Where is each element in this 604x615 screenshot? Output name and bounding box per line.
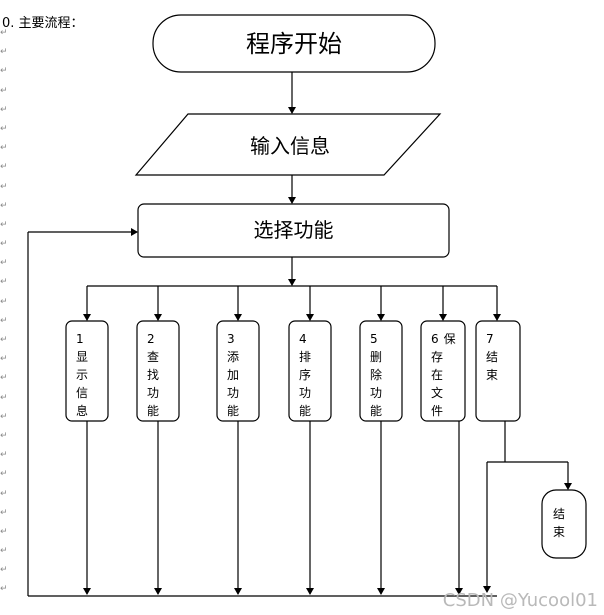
- paragraph-mark: ↵: [0, 296, 8, 307]
- option-line-6-3: 在: [431, 368, 444, 382]
- paragraph-mark: ↵: [0, 219, 8, 230]
- input-label: 输入信息: [250, 134, 330, 158]
- paragraph-mark: ↵: [0, 258, 8, 269]
- paragraph-mark: ↵: [0, 66, 8, 77]
- option-box-7: [475, 320, 521, 422]
- paragraph-mark: ↵: [0, 104, 8, 115]
- end-node: [541, 489, 587, 559]
- paragraph-mark: ↵: [0, 565, 8, 576]
- option-line-6-2: 存: [431, 350, 444, 364]
- option-line-5-3: 功: [370, 386, 383, 400]
- option-line-1-3: 信: [76, 386, 89, 400]
- paragraph-mark: ↵: [0, 450, 8, 461]
- option-line-6-4: 文: [431, 386, 444, 400]
- paragraph-mark: ↵: [0, 335, 8, 345]
- option-line-2-3: 功: [147, 386, 160, 400]
- option-line-3-3: 功: [227, 386, 240, 400]
- section-header: 0. 主要流程：: [2, 16, 84, 31]
- option-line-5-1: 删: [370, 350, 383, 364]
- option-line-3-1: 添: [227, 350, 240, 364]
- paragraph-mark: ↵: [0, 85, 8, 96]
- option-label-3: 3 添加功能: [227, 330, 239, 420]
- end-line-2: 束: [553, 525, 566, 539]
- option-line-2-4: 能: [147, 404, 160, 418]
- option-line-3-4: 能: [227, 404, 240, 418]
- paragraph-mark: ↵: [0, 392, 8, 403]
- option-line-5-4: 能: [370, 404, 383, 418]
- option-line-2-1: 查: [147, 350, 160, 364]
- option-number-2: 2: [147, 332, 155, 346]
- end-label: 结 束: [553, 505, 565, 541]
- paragraph-mark: ↵: [0, 488, 8, 499]
- paragraph-mark: ↵: [0, 373, 8, 384]
- paragraph-mark: ↵: [0, 181, 8, 192]
- paragraph-mark: ↵: [0, 469, 8, 480]
- paragraph-mark: ↵: [0, 354, 8, 365]
- paragraph-mark: ↵: [0, 507, 8, 518]
- option-number-4: 4: [299, 332, 307, 346]
- option-line-4-3: 功: [299, 386, 312, 400]
- option-line-4-4: 能: [299, 404, 312, 418]
- option-line-1-2: 示: [76, 368, 89, 382]
- paragraph-mark: ↵: [0, 123, 8, 134]
- option-label-4: 4 排序功能: [299, 330, 311, 420]
- option-label-2: 2 查找功能: [147, 330, 159, 420]
- option-line-1-1: 显: [76, 350, 89, 364]
- option-line-1-4: 息: [76, 404, 89, 418]
- option-line-5-2: 除: [370, 368, 383, 382]
- paragraph-marks: ↵ ↵ ↵ ↵ ↵ ↵ ↵ ↵ ↵ ↵ ↵ ↵ ↵ ↵ ↵ ↵ ↵ ↵ ↵ ↵ ↵ ↵ ↵ ↵ ↵ ↵ ↵ ↵ ↵ ↵: [0, 24, 10, 600]
- paragraph-mark: ↵: [0, 239, 8, 250]
- paragraph-mark: ↵: [0, 143, 8, 154]
- watermark: CSDN @Yucool01: [442, 590, 598, 611]
- option-line-3-2: 加: [227, 368, 240, 382]
- paragraph-mark: ↵: [0, 546, 8, 557]
- option-line-2-2: 找: [147, 368, 160, 382]
- option-line-7-1: 结: [486, 350, 499, 364]
- select-node: [137, 203, 450, 258]
- option-line-4-2: 序: [299, 368, 312, 382]
- option-line-6-5: 件: [431, 404, 444, 418]
- start-label: 程序开始: [246, 30, 342, 58]
- option-number-7: 7: [486, 332, 494, 346]
- paragraph-mark: ↵: [0, 200, 8, 211]
- input-node: [134, 113, 442, 176]
- option-label-1: 1 显示信息: [76, 330, 88, 420]
- option-line-6-1: 保: [443, 332, 456, 346]
- paragraph-mark: ↵: [0, 526, 8, 537]
- paragraph-mark: ↵: [0, 162, 8, 173]
- option-label-7: 7 结束: [486, 330, 498, 384]
- start-node: [152, 14, 436, 73]
- paragraph-mark: ↵: [0, 430, 8, 441]
- option-label-5: 5 删除功能: [370, 330, 382, 420]
- option-line-7-2: 束: [486, 368, 499, 382]
- paragraph-mark: ↵: [0, 28, 8, 38]
- option-number-3: 3: [227, 332, 235, 346]
- paragraph-mark: ↵: [0, 315, 8, 326]
- paragraph-mark: ↵: [0, 584, 8, 595]
- paragraph-mark: ↵: [0, 47, 8, 58]
- paragraph-mark: ↵: [0, 277, 8, 288]
- option-number-5: 5: [370, 332, 378, 346]
- option-number-1: 1: [76, 332, 84, 346]
- option-box-6: [420, 320, 466, 422]
- end-line-1: 结: [553, 507, 566, 521]
- option-line-4-1: 排: [299, 350, 312, 364]
- option-number-6: 6: [431, 332, 439, 346]
- select-label: 选择功能: [253, 218, 334, 242]
- paragraph-mark: ↵: [0, 411, 8, 422]
